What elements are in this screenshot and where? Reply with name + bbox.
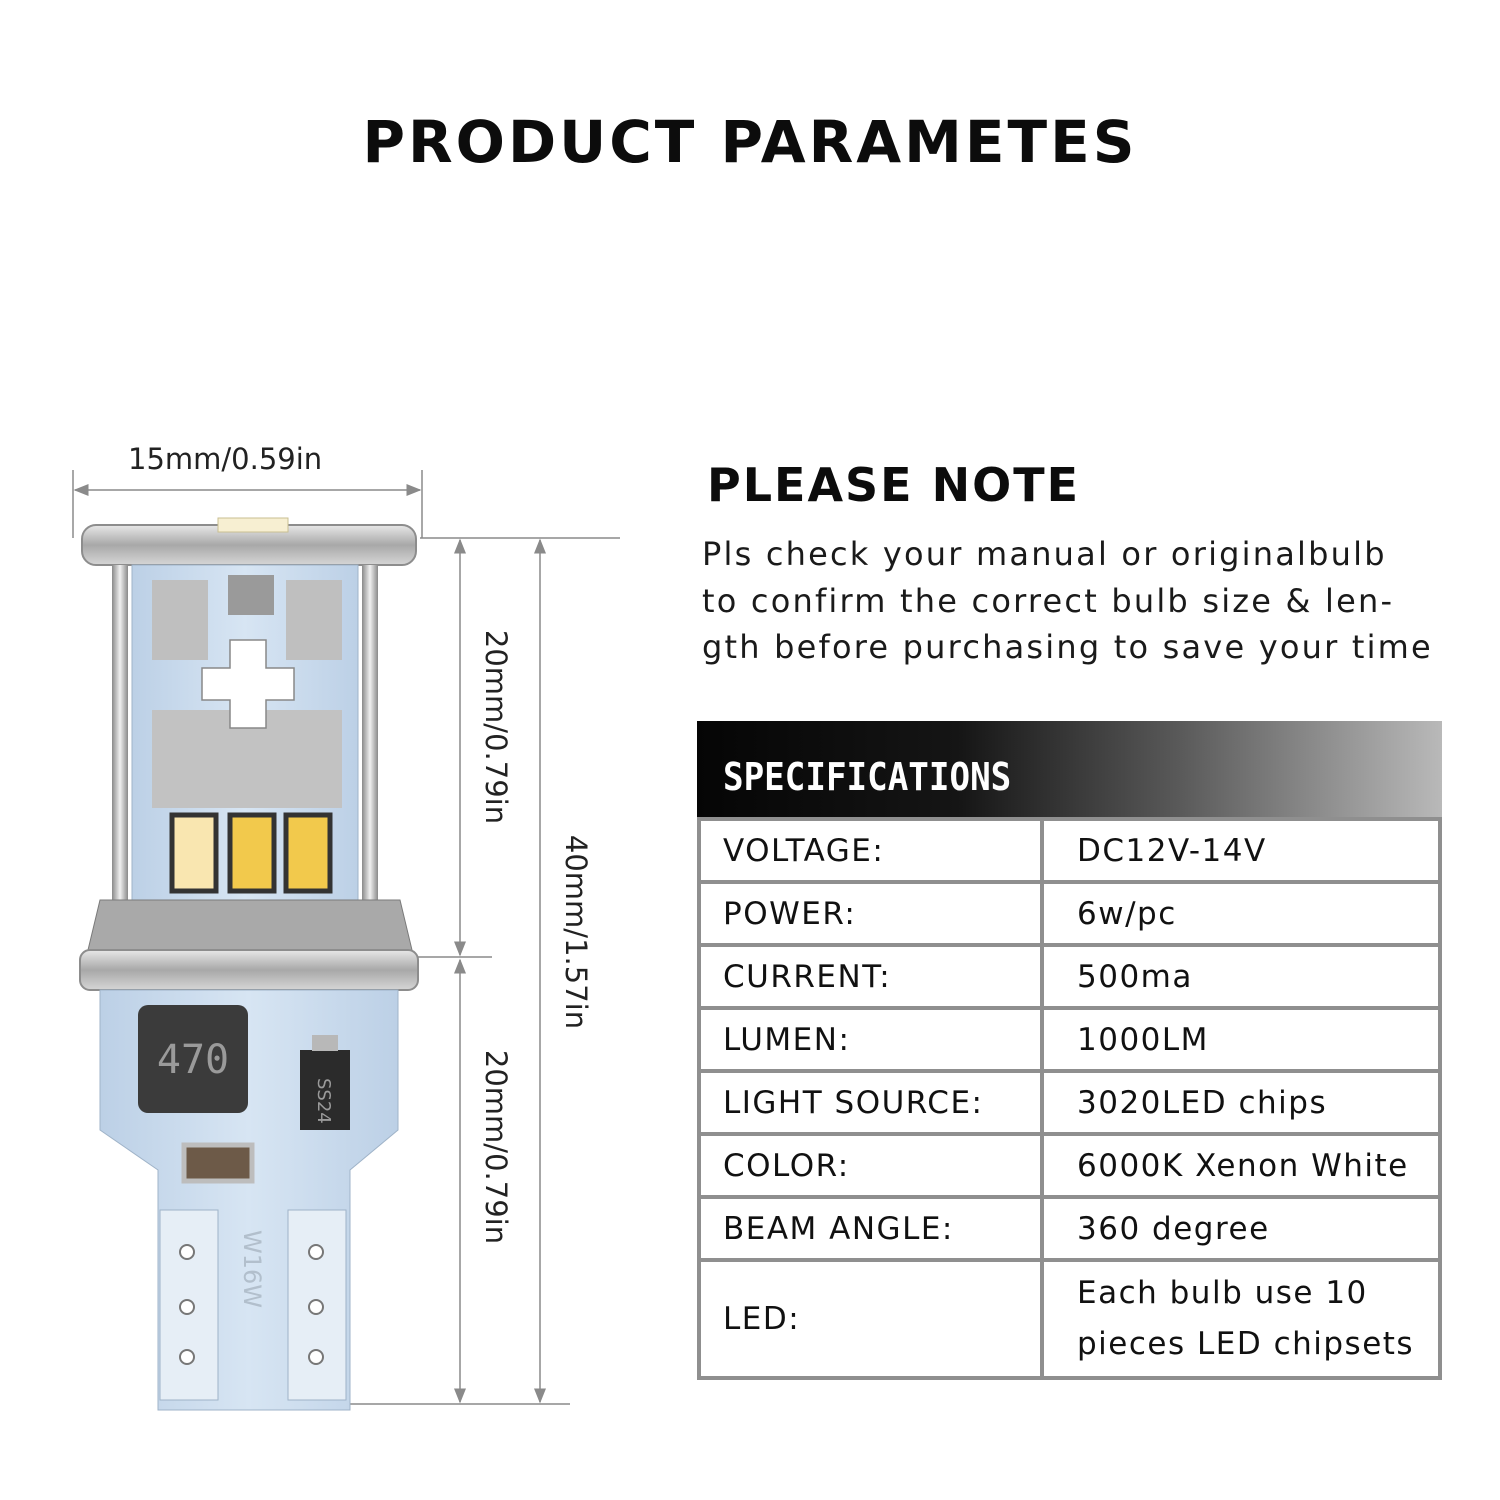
- table-row: BEAM ANGLE: 360 degree: [697, 1195, 1442, 1262]
- left-pin: [112, 565, 128, 945]
- spec-key: CURRENT:: [697, 943, 1044, 1010]
- spec-value-line: pieces LED chipsets: [1077, 1326, 1415, 1362]
- table-row: POWER: 6w/pc: [697, 880, 1442, 947]
- base-dots: [179, 1244, 324, 1365]
- specifications-table: VOLTAGE: DC12V-14V POWER: 6w/pc CURRENT:…: [697, 817, 1442, 1380]
- spec-key: BEAM ANGLE:: [697, 1195, 1044, 1262]
- pad: [228, 575, 274, 615]
- note-line: to confirm the correct bulb size & len-: [702, 582, 1395, 620]
- capacitor: [181, 1142, 255, 1184]
- collar: [79, 949, 419, 991]
- table-row: LUMEN: 1000LM: [697, 1006, 1442, 1073]
- spec-value: Each bulb use 10 pieces LED chipsets: [1040, 1258, 1442, 1380]
- pad: [286, 580, 342, 660]
- spec-key: VOLTAGE:: [697, 817, 1044, 884]
- spec-value: 3020LED chips: [1040, 1069, 1442, 1136]
- diode-lead: [312, 1035, 338, 1051]
- spec-value: DC12V-14V: [1040, 817, 1442, 884]
- collar-top: [87, 899, 413, 951]
- specifications-title: SPECIFICATIONS: [723, 755, 1012, 799]
- base-label: W16W: [238, 1230, 266, 1308]
- spec-value: 500ma: [1040, 943, 1442, 1010]
- spec-key: LUMEN:: [697, 1006, 1044, 1073]
- spec-value: 360 degree: [1040, 1195, 1442, 1262]
- width-dimension-label: 15mm/0.59in: [128, 442, 323, 476]
- cross-cutout: [201, 639, 295, 729]
- led-chips: [169, 812, 333, 894]
- spec-key: LED:: [697, 1258, 1044, 1380]
- right-pin: [362, 565, 378, 945]
- top-led-chip: [217, 517, 289, 533]
- table-row: VOLTAGE: DC12V-14V: [697, 817, 1442, 884]
- spec-value: 1000LM: [1040, 1006, 1442, 1073]
- pad: [152, 580, 208, 660]
- spec-key: LIGHT SOURCE:: [697, 1069, 1044, 1136]
- spec-value: 6000K Xenon White: [1040, 1132, 1442, 1199]
- base-contact-right: [287, 1209, 347, 1401]
- table-row: LED: Each bulb use 10 pieces LED chipset…: [697, 1258, 1442, 1380]
- specifications-header: SPECIFICATIONS: [697, 721, 1442, 817]
- inductor-label: 470: [157, 1037, 229, 1083]
- spec-value: 6w/pc: [1040, 880, 1442, 947]
- note-line: Pls check your manual or originalbulb: [702, 535, 1387, 573]
- note-line: gth before purchasing to save your time: [702, 628, 1433, 666]
- table-row: COLOR: 6000K Xenon White: [697, 1132, 1442, 1199]
- bulb-drawing: − + 470 SS24 W16W: [72, 470, 620, 1411]
- table-row: LIGHT SOURCE: 3020LED chips: [697, 1069, 1442, 1136]
- table-row: CURRENT: 500ma: [697, 943, 1442, 1010]
- inductor: [138, 1005, 248, 1113]
- diode: [300, 1050, 350, 1130]
- spec-key: COLOR:: [697, 1132, 1044, 1199]
- note-title: PLEASE NOTE: [707, 458, 1081, 512]
- bulb-figure: 15mm/0.59in 20mm/0.79in 20mm/0.79in 40mm…: [60, 430, 620, 1430]
- diode-label: SS24: [313, 1078, 334, 1124]
- spec-key: POWER:: [697, 880, 1044, 947]
- spec-value-line: Each bulb use 10: [1077, 1275, 1368, 1311]
- page-title: PRODUCT PARAMETES: [362, 108, 1138, 176]
- specifications-panel: SPECIFICATIONS VOLTAGE: DC12V-14V POWER:…: [697, 721, 1442, 1380]
